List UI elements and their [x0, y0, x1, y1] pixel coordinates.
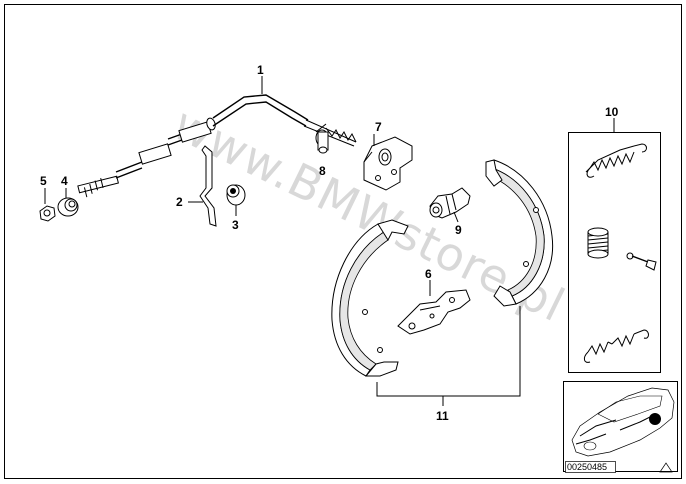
rubber-bush[interactable]	[226, 184, 246, 206]
bracket-line-11	[376, 306, 521, 397]
brake-shoe-left[interactable]	[331, 219, 409, 377]
leader-line-9	[453, 211, 459, 223]
diagram-code-box	[565, 461, 616, 473]
diagram-frame	[4, 4, 682, 479]
cable-bracket[interactable]	[363, 136, 413, 191]
brake-cable[interactable]	[77, 94, 357, 198]
part-label-5[interactable]: 5	[40, 174, 47, 188]
hold-down-pin[interactable]	[626, 252, 657, 271]
return-spring-upper[interactable]	[585, 143, 647, 178]
part-label-3[interactable]: 3	[232, 218, 239, 232]
hold-down-spring[interactable]	[587, 227, 609, 259]
part-label-7[interactable]: 7	[375, 120, 382, 134]
rear-wheel-location-marker	[649, 413, 661, 425]
part-label-4[interactable]: 4	[61, 174, 68, 188]
part-label-1[interactable]: 1	[257, 63, 264, 77]
cable-grommet[interactable]	[57, 197, 79, 217]
location-thumbnail-frame	[563, 381, 678, 472]
part-label-9[interactable]: 9	[455, 223, 462, 237]
warning-triangle-icon	[659, 462, 673, 473]
diagram-code-text: 00250485	[567, 462, 607, 472]
part-label-11[interactable]: 11	[436, 409, 449, 423]
car-outline-icon	[571, 387, 675, 457]
return-spring-lower[interactable]	[583, 329, 649, 363]
part-label-8[interactable]: 8	[319, 164, 326, 178]
expander-lever[interactable]	[397, 289, 471, 335]
part-label-6[interactable]: 6	[425, 267, 432, 281]
hex-nut[interactable]	[39, 205, 56, 222]
springs-set-box	[568, 132, 661, 373]
retaining-clip[interactable]	[199, 145, 217, 227]
cable-spring[interactable]	[315, 123, 357, 154]
part-label-2[interactable]: 2	[176, 195, 183, 209]
brake-shoe-right[interactable]	[485, 159, 554, 307]
part-label-10[interactable]: 10	[605, 105, 619, 119]
brake-adjuster[interactable]	[429, 187, 471, 219]
